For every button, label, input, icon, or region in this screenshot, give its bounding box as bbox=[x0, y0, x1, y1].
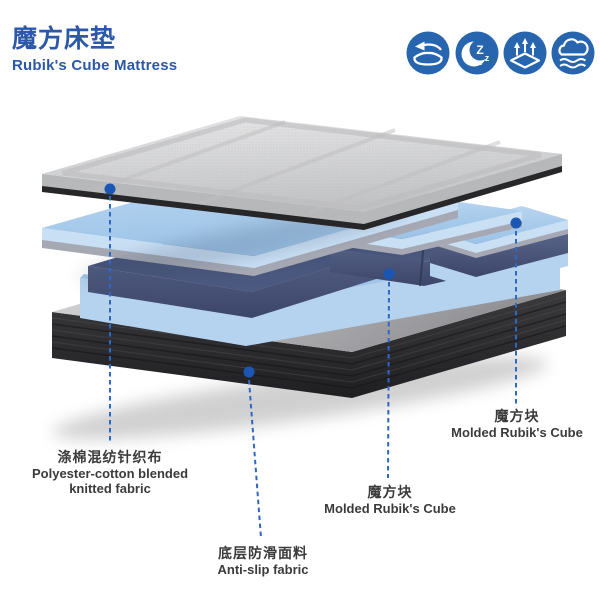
callout-cube-right: 魔方块 Molded Rubik's Cube bbox=[451, 408, 583, 440]
rebound-pillow-icon bbox=[406, 31, 450, 75]
page-title: 魔方床垫 bbox=[12, 25, 117, 53]
feature-icons: Z z z bbox=[406, 31, 595, 75]
callout-antislip: 底层防滑面料 Anti-slip fabric bbox=[217, 545, 308, 577]
dot-cube-middle bbox=[383, 268, 395, 280]
leader-line-antislip bbox=[248, 379, 262, 539]
dot-cube-right bbox=[510, 217, 522, 229]
topper-layer bbox=[42, 116, 562, 230]
callout-leaders bbox=[109, 196, 517, 539]
callout-cube-middle-zh: 魔方块 bbox=[367, 484, 413, 500]
callout-antislip-zh: 底层防滑面料 bbox=[217, 545, 308, 561]
svg-text:z: z bbox=[485, 53, 490, 63]
svg-text:z: z bbox=[478, 58, 482, 67]
breathable-mattress-icon bbox=[503, 31, 547, 75]
callout-cube-right-zh: 魔方块 bbox=[494, 408, 540, 424]
sleep-moon-zzz-icon: Z z z bbox=[455, 31, 499, 75]
dot-antislip bbox=[243, 366, 255, 378]
page-subtitle: Rubik's Cube Mattress bbox=[12, 56, 178, 74]
leader-line-cube-middle bbox=[387, 281, 390, 479]
svg-text:Z: Z bbox=[476, 43, 483, 57]
callout-fabric-zh: 涤棉混纺针织布 bbox=[57, 449, 163, 465]
callout-antislip-en: Anti-slip fabric bbox=[217, 562, 309, 577]
callout-fabric: 涤棉混纺针织布 Polyester-cotton blended knitted… bbox=[18, 449, 203, 496]
callout-cube-right-en: Molded Rubik's Cube bbox=[451, 425, 583, 440]
header: 魔方床垫 Rubik's Cube Mattress bbox=[12, 25, 178, 74]
callout-cube-middle: 魔方块 Molded Rubik's Cube bbox=[324, 484, 456, 516]
callout-fabric-en: Polyester-cotton blended knitted fabric bbox=[31, 466, 189, 496]
soft-cloud-icon bbox=[551, 31, 595, 75]
callout-dots bbox=[104, 183, 522, 378]
callout-cube-middle-en: Molded Rubik's Cube bbox=[324, 501, 456, 516]
dot-fabric bbox=[104, 183, 116, 195]
floor-shadow bbox=[52, 356, 548, 440]
